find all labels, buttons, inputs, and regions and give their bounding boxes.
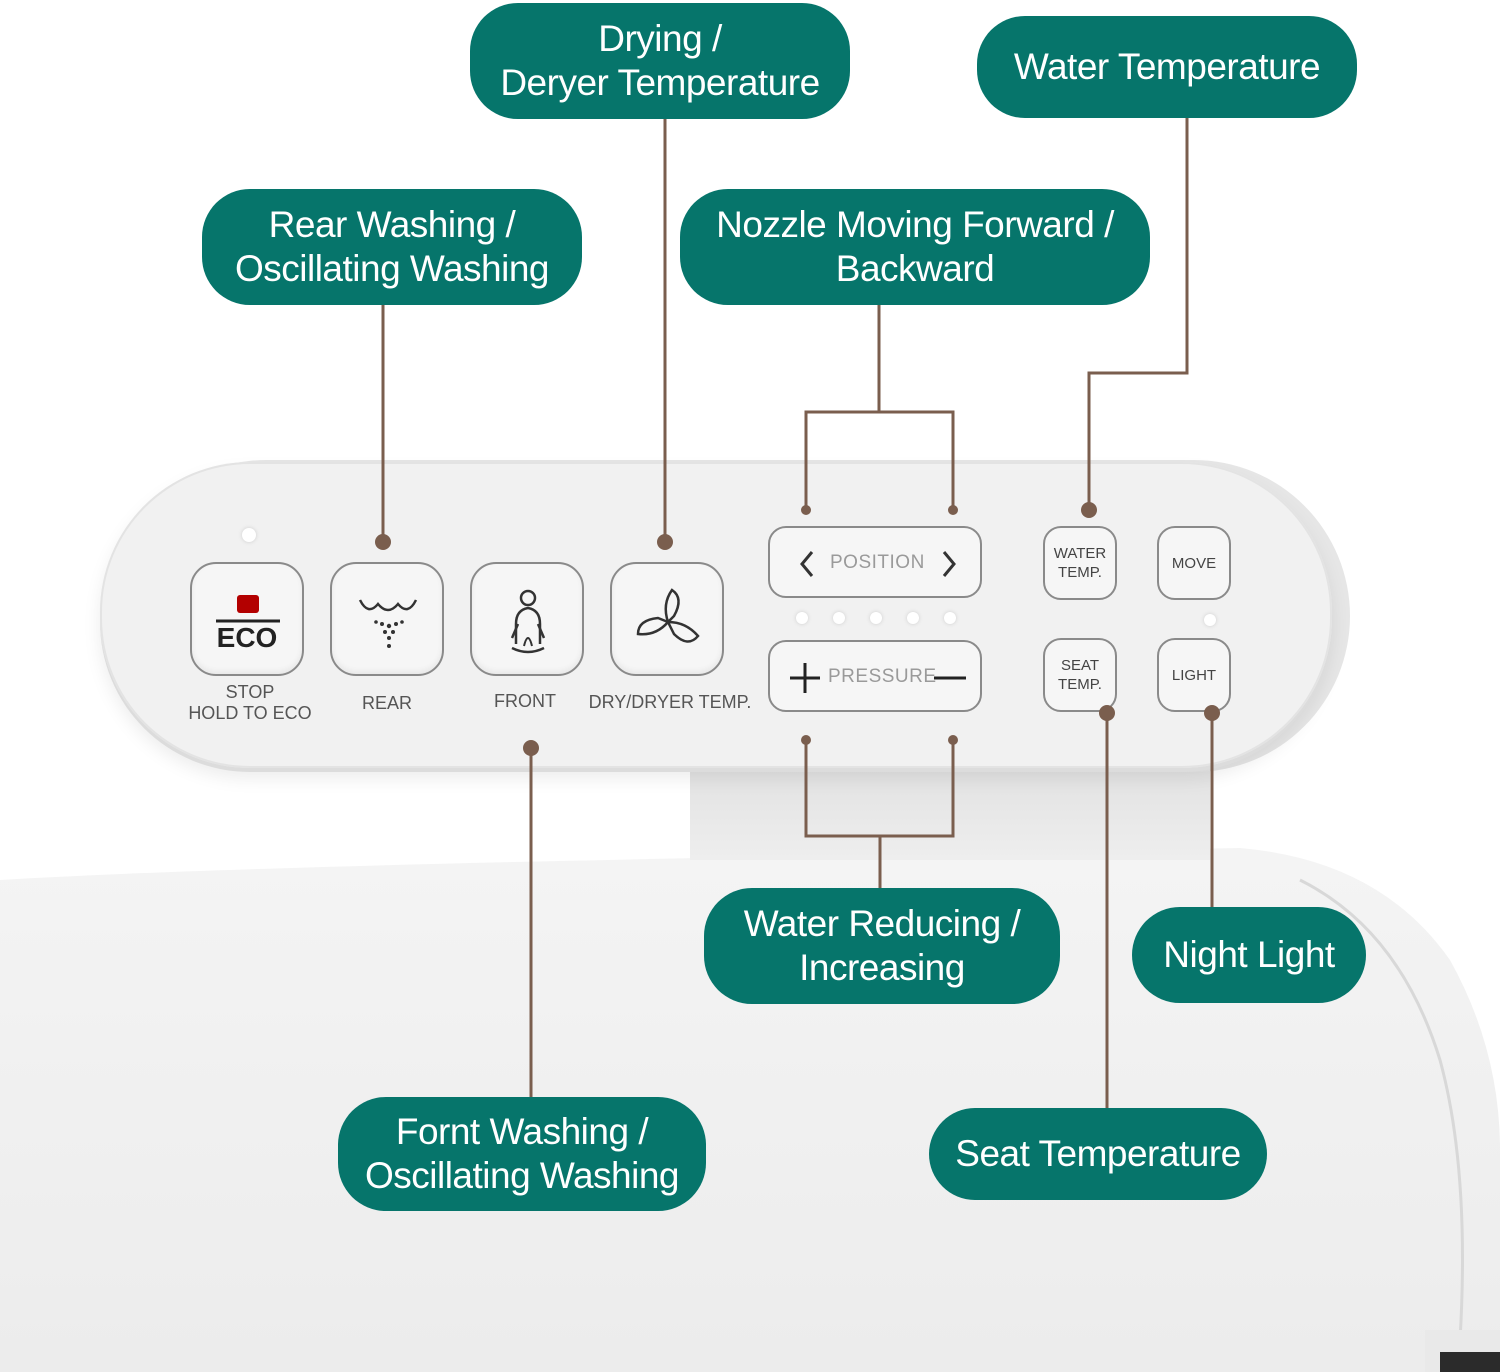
rear-wash-icon [358, 599, 418, 648]
callout-night-light-text: Night Light [1163, 934, 1335, 975]
fan-icon [636, 588, 700, 643]
callout-night-light: Night Light [1132, 907, 1366, 1003]
callout-drying-line1: Drying / [598, 18, 722, 59]
front-label: FRONT [494, 691, 556, 711]
callout-front-line2: Oscillating Washing [364, 1155, 680, 1196]
callout-front-line1: Fornt Washing / [395, 1111, 649, 1152]
dry-button[interactable] [610, 562, 724, 676]
position-control: POSITION [768, 526, 982, 598]
stop-eco-button[interactable]: ECO [190, 562, 304, 676]
plus-icon[interactable] [790, 663, 820, 693]
front-button[interactable] [470, 562, 584, 676]
rear-button[interactable] [330, 562, 444, 676]
light-label: LIGHT [1171, 666, 1217, 684]
level-dot [870, 612, 882, 624]
stop-label: STOP HOLD TO ECO [160, 682, 340, 724]
level-dot [833, 612, 845, 624]
chevron-right-icon[interactable] [942, 551, 956, 577]
stop-label-line2: HOLD TO ECO [188, 703, 312, 723]
seat-temp-line1: SEAT [1060, 657, 1100, 674]
water-temp-button[interactable]: WATER TEMP. [1043, 526, 1117, 600]
callout-water-reducing: Water Reducing /Increasing [704, 888, 1060, 1004]
callout-rear-line2: Oscillating Washing [234, 248, 550, 289]
callout-reducing-line1: Water Reducing / [743, 903, 1021, 944]
callout-nozzle: Nozzle Moving Forward /Backward [680, 189, 1150, 305]
eco-icon-text: ECO [216, 622, 278, 653]
level-dot [907, 612, 919, 624]
callout-drying: Drying /Deryer Temperature [470, 3, 850, 119]
front-wash-icon [510, 589, 546, 654]
pressure-label: PRESSURE [828, 666, 937, 687]
callout-front-washing: Fornt Washing /Oscillating Washing [338, 1097, 706, 1211]
light-indicator [1204, 614, 1216, 626]
callout-rear-washing: Rear Washing /Oscillating Washing [202, 189, 582, 305]
move-button[interactable]: MOVE [1157, 526, 1231, 600]
water-temp-line1: WATER [1053, 545, 1107, 562]
callout-nozzle-line1: Nozzle Moving Forward / [716, 204, 1114, 245]
level-dot [796, 612, 808, 624]
position-label: POSITION [830, 552, 925, 573]
pressure-control: PRESSURE [768, 640, 982, 712]
callout-rear-line1: Rear Washing / [268, 204, 516, 245]
callout-seat-temperature-text: Seat Temperature [955, 1133, 1241, 1174]
stop-label-line1: STOP [225, 682, 275, 702]
callout-drying-line2: Deryer Temperature [500, 62, 820, 103]
callout-water-temperature: Water Temperature [977, 16, 1357, 118]
stop-square-icon [216, 595, 280, 623]
panel-mount [690, 770, 1210, 860]
stop-indicator-light [242, 528, 256, 542]
water-temp-line2: TEMP. [1058, 564, 1102, 581]
chevron-left-icon[interactable] [800, 551, 814, 577]
dry-label: DRY/DRYER TEMP. [588, 692, 752, 712]
seat-temp-button[interactable]: SEAT TEMP. [1043, 638, 1117, 712]
callout-nozzle-line2: Backward [835, 248, 995, 289]
callout-seat-temperature: Seat Temperature [929, 1108, 1267, 1200]
light-button[interactable]: LIGHT [1157, 638, 1231, 712]
callout-reducing-line2: Increasing [799, 947, 965, 988]
rear-label: REAR [361, 693, 412, 713]
seat-temp-line2: TEMP. [1058, 676, 1102, 693]
move-label: MOVE [1171, 554, 1217, 572]
callout-water-temperature-text: Water Temperature [1013, 46, 1321, 87]
level-dot [944, 612, 956, 624]
